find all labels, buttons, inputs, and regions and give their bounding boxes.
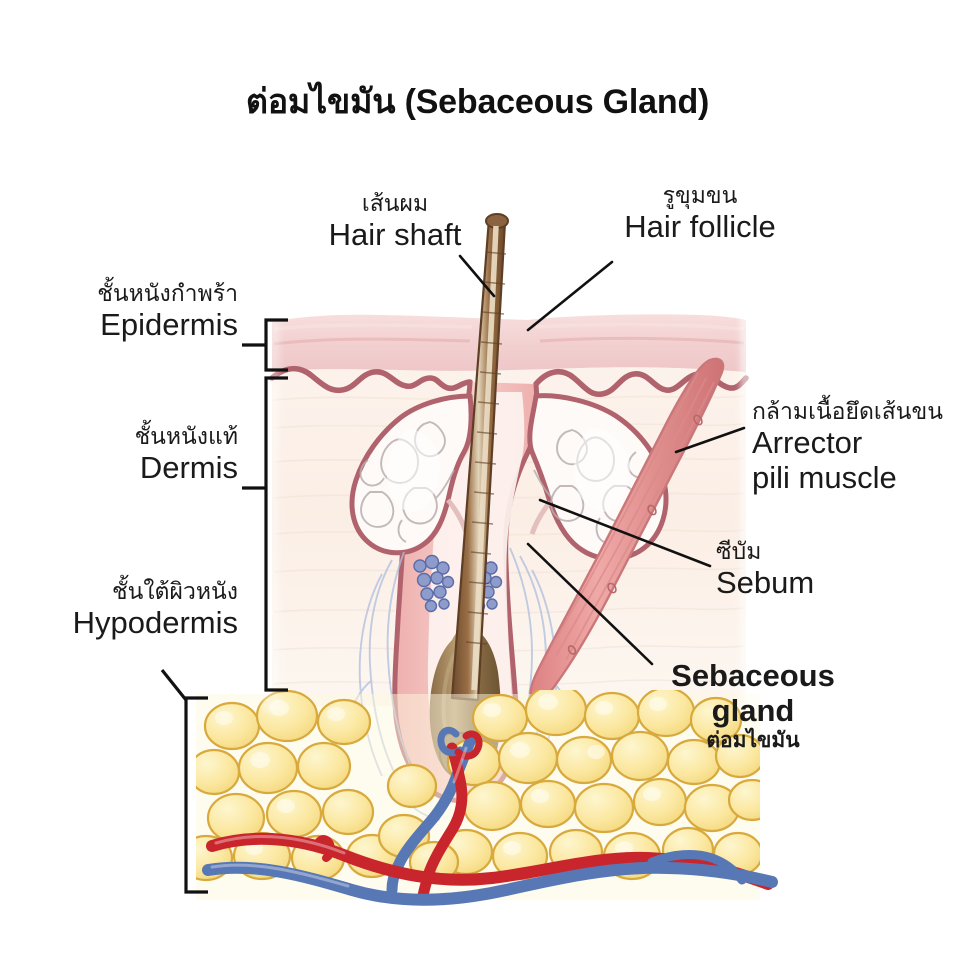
label-hair-follicle: รูขุมขน Hair follicle — [600, 182, 800, 244]
epidermis-layer — [272, 314, 746, 372]
leader-lines — [458, 254, 746, 666]
label-hair-shaft-thai: เส้นผม — [361, 190, 429, 216]
label-hypodermis-thai: ชั้นใต้ผิวหนัง — [111, 578, 238, 604]
label-sebaceous-gland-english-line1: Sebaceous — [671, 658, 835, 693]
label-sebaceous-gland-thai: ต่อมไขมัน — [706, 728, 800, 752]
label-sebaceous-gland-english-line2: gland — [711, 693, 795, 729]
hair-shaft — [450, 213, 509, 702]
hypodermis-bracket — [184, 696, 208, 894]
label-epidermis-thai: ชั้นหนังกำพร้า — [97, 280, 238, 306]
label-sebaceous-gland: Sebaceous gland ต่อมไขมัน — [644, 658, 862, 753]
label-hair-shaft-english: Hair shaft — [328, 217, 462, 253]
label-hypodermis: ชั้นใต้ผิวหนัง Hypodermis — [14, 578, 238, 640]
label-hair-follicle-english: Hair follicle — [624, 209, 776, 245]
label-sebum-english: Sebum — [716, 565, 815, 601]
hair-shaft-leader — [458, 254, 496, 298]
label-sebum: ซีบัม Sebum — [716, 538, 896, 600]
blood-vessels — [202, 726, 778, 906]
label-sebum-thai: ซีบัม — [716, 538, 762, 564]
dermal-epidermal-junction — [269, 365, 749, 398]
label-hypodermis-english: Hypodermis — [72, 605, 238, 641]
label-dermis-thai: ชั้นหนังแท้ — [134, 423, 238, 449]
label-epidermis-english: Epidermis — [100, 307, 238, 343]
label-arrector-pili-thai: กล้ามเนื้อยึดเส้นขน — [752, 398, 943, 424]
label-epidermis: ชั้นหนังกำพร้า Epidermis — [30, 280, 238, 342]
label-arrector-pili-muscle: กล้ามเนื้อยึดเส้นขน Arrector pili muscle — [752, 398, 952, 496]
label-arrector-pili-english-line2: pili muscle — [752, 460, 897, 496]
layer-brackets — [160, 318, 288, 894]
dermis-bracket — [264, 376, 288, 692]
label-hair-follicle-thai: รูขุมขน — [662, 182, 738, 208]
arrector-pili-leader — [674, 426, 746, 454]
label-arrector-pili-english-line1: Arrector — [752, 425, 863, 461]
sebum-leader — [538, 498, 712, 568]
sebaceous-gland-leader — [526, 542, 654, 666]
label-dermis-english: Dermis — [139, 450, 238, 486]
label-dermis: ชั้นหนังแท้ Dermis — [30, 423, 238, 485]
page-title: ต่อมไขมัน (Sebaceous Gland) — [245, 83, 710, 121]
hair-follicle-leader — [526, 260, 614, 332]
label-hair-shaft: เส้นผม Hair shaft — [300, 190, 490, 252]
hypodermis-bracket-leader — [160, 669, 188, 701]
